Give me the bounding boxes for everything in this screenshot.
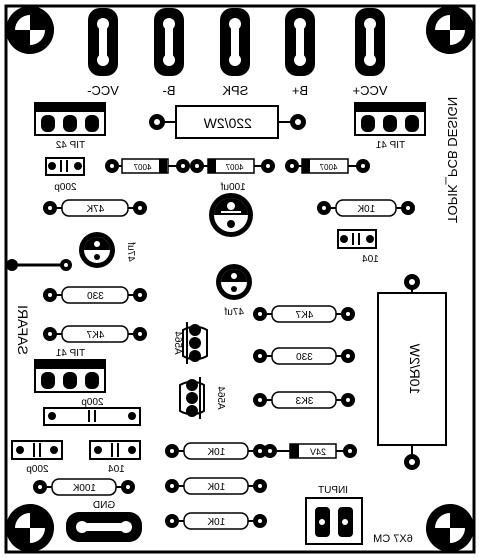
- label-tip41-mid: TIP 41: [55, 348, 85, 359]
- capacitor-104-bottom: [89, 440, 141, 460]
- label-10k-b1: 10K: [207, 447, 225, 458]
- connector-input: [305, 497, 363, 545]
- resistor-220-2w: [149, 105, 306, 139]
- mount-hole-top-left: [6, 6, 54, 54]
- capacitor-200p-top: [45, 157, 85, 176]
- board-title: TOPIK_PCB DESIGN: [445, 97, 460, 223]
- capacitor-200p-mid: [43, 407, 141, 426]
- edge-wire: [6, 259, 72, 271]
- resistor-10k-top: [317, 199, 415, 217]
- label-330-left: 330: [87, 291, 104, 302]
- board-author: SAFARI: [15, 305, 31, 355]
- resistor-100k: [33, 478, 135, 496]
- label-a564-bottom: A564: [215, 386, 226, 410]
- resistor-47k: [43, 199, 147, 217]
- label-100k: 100K: [72, 483, 96, 494]
- resistor-4k7-right: [253, 305, 355, 323]
- label-gnd: GND: [93, 500, 115, 511]
- label-vcc-neg: VCC-: [87, 83, 119, 98]
- label-d2: 4007: [225, 163, 243, 172]
- label-spk: SPK: [222, 83, 248, 98]
- mount-hole-bottom-right: [426, 504, 474, 552]
- connector-vcc-neg: [88, 8, 118, 76]
- diode-4007-2: [190, 158, 275, 174]
- label-10k-b3: 10K: [207, 517, 225, 528]
- label-tip41-top: TIP 41: [375, 140, 405, 151]
- capacitor-100uf: [209, 193, 253, 237]
- resistor-330-left: [43, 286, 147, 304]
- label-10r-2w: 10R/2W: [407, 343, 423, 394]
- resistor-10r-2w: [377, 274, 447, 470]
- transistor-a564-top: [182, 322, 208, 364]
- resistor-330-right: [253, 347, 355, 365]
- capacitor-47uf-mid: [216, 264, 252, 300]
- resistor-4k7-left: [43, 325, 147, 343]
- connector-vcc-pos: [355, 8, 385, 76]
- diode-zener-24v: [263, 443, 357, 459]
- connector-b-neg: [154, 8, 184, 76]
- label-104-right: 104: [362, 254, 379, 265]
- label-3k3: 3K3: [295, 396, 313, 407]
- label-47uf-left: 47uf: [125, 242, 136, 262]
- label-10k-b2: 10K: [207, 482, 225, 493]
- label-330-right: 330: [296, 352, 313, 363]
- connector-gnd: [66, 512, 142, 542]
- resistor-3k3: [253, 391, 355, 409]
- label-100uf: 100uf: [220, 182, 245, 193]
- label-b-pos: B+: [292, 83, 308, 98]
- resistor-10k-b3: [165, 512, 267, 530]
- capacitor-104-right: [337, 229, 377, 249]
- resistor-10k-b2: [165, 477, 267, 495]
- label-220-2w: 220/2W: [203, 115, 252, 131]
- label-4k7-right: 4K7: [295, 310, 313, 321]
- board-outline: [4, 4, 476, 554]
- diode-4007-3: [285, 158, 370, 174]
- resistor-10k-b1: [165, 442, 267, 460]
- label-vcc-pos: VCC+: [352, 83, 387, 98]
- label-200p-top: 200p: [54, 182, 77, 193]
- label-10k-top: 10K: [357, 204, 375, 215]
- label-d3: 4007: [319, 163, 337, 172]
- diode-4007-1: [105, 158, 190, 174]
- mount-hole-top-right: [426, 6, 474, 54]
- transistor-tip42: [34, 102, 106, 136]
- label-a564-top: A564: [172, 331, 183, 355]
- mount-hole-bottom-left: [6, 504, 54, 552]
- label-200p-bottom: 200p: [26, 464, 49, 475]
- connector-b-pos: [285, 8, 315, 76]
- transistor-a564-bottom: [179, 377, 205, 419]
- connector-spk: [220, 8, 250, 76]
- label-d1: 4007: [133, 163, 151, 172]
- board-size: 6X7 CM: [373, 533, 413, 545]
- label-47uf-mid: 47uf: [224, 307, 244, 318]
- label-24v: 24V: [310, 447, 326, 457]
- transistor-tip41-top: [354, 102, 426, 136]
- capacitor-200p-bottom: [11, 440, 63, 460]
- label-4k7-left: 4K7: [86, 330, 104, 341]
- label-200p-mid: 200p: [81, 397, 104, 408]
- transistor-tip41-mid: [34, 359, 106, 393]
- label-47k: 47K: [86, 204, 104, 215]
- capacitor-47uf-left: [79, 232, 115, 268]
- label-b-neg: B-: [163, 83, 176, 98]
- label-input: INPUT: [318, 485, 348, 496]
- label-tip42: TIP 42: [55, 140, 85, 151]
- label-104-bottom: 104: [108, 464, 125, 475]
